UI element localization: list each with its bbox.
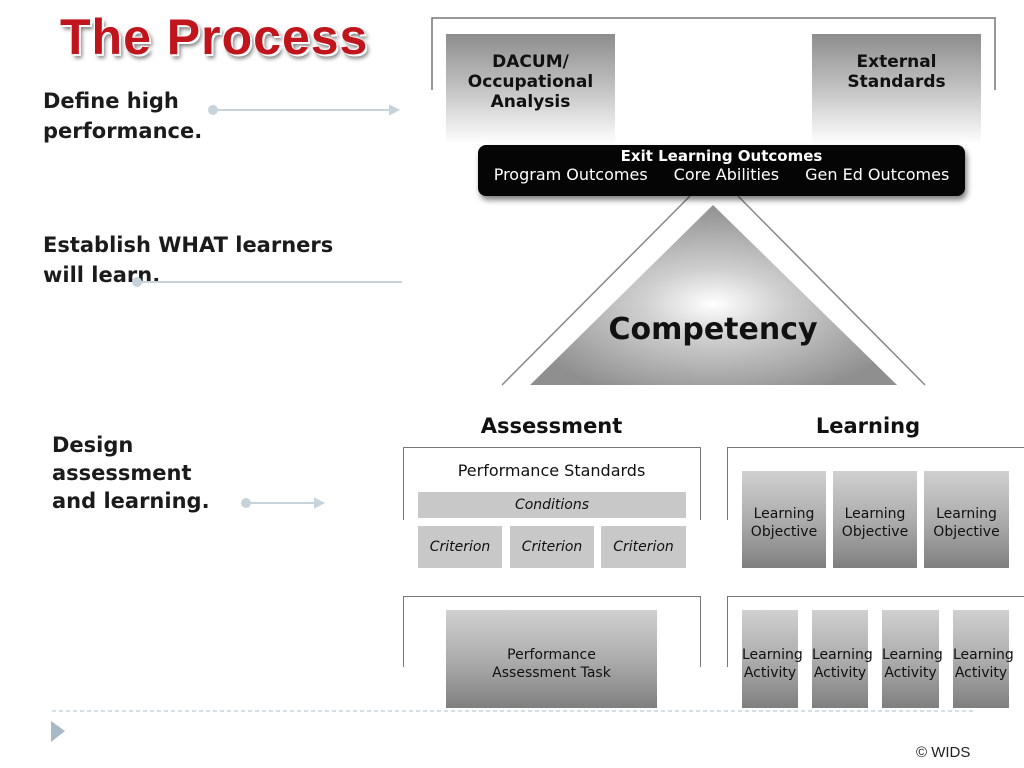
performance-standards-label: Performance Standards <box>457 461 646 480</box>
learning-bracket-upper <box>727 447 1024 520</box>
competency-label: Competency <box>608 312 818 347</box>
exit-outcomes-box: Exit Learning Outcomes Program Outcomes … <box>478 145 965 196</box>
conditions-box: Conditions <box>418 492 686 518</box>
arrow-establish <box>132 277 402 287</box>
learning-activity-box: Learning Activity <box>953 610 1014 708</box>
dacum-box: DACUM/ Occupational Analysis <box>446 34 615 144</box>
assessment-bracket-lower <box>403 596 701 667</box>
exit-outcome-item: Program Outcomes <box>493 165 648 184</box>
learning-activity-box: Learning Activity <box>812 610 873 708</box>
learning-activity-label: Learning Activity <box>953 647 1014 681</box>
learning-activity-box: Learning Activity <box>882 610 943 708</box>
learning-activity-label: Learning Activity <box>812 647 873 681</box>
learning-heading: Learning <box>815 414 921 438</box>
learning-objective-box: Learning Objective <box>833 471 917 568</box>
exit-outcome-item: Core Abilities <box>673 165 780 184</box>
competency-triangle <box>530 205 897 385</box>
arrow-define <box>208 104 401 116</box>
dacum-label: DACUM/ Occupational Analysis <box>467 52 594 112</box>
page-title: The Process <box>60 9 369 65</box>
copyright: © WIDS <box>916 744 971 761</box>
assessment-heading: Assessment <box>480 414 623 438</box>
assessment-bracket-upper <box>403 447 701 520</box>
step-design: Design assessment and learning. <box>52 433 210 513</box>
play-icon <box>51 721 65 742</box>
top-bracket <box>431 17 996 90</box>
exit-outcomes-title: Exit Learning Outcomes <box>620 147 823 165</box>
learning-activity-box: Learning Activity <box>742 610 803 708</box>
external-standards-label: External Standards <box>847 52 946 92</box>
criterion-box: Criterion <box>418 526 502 568</box>
exit-outcome-item: Gen Ed Outcomes <box>805 165 950 184</box>
learning-activity-label: Learning Activity <box>882 647 943 681</box>
learning-objective-box: Learning Objective <box>742 471 826 568</box>
learning-bracket-lower <box>727 596 1024 667</box>
external-standards-box: External Standards <box>812 34 981 144</box>
arrow-design <box>241 497 326 509</box>
learning-objective-label: Learning Objective <box>750 506 818 540</box>
performance-task-label: Performance Assessment Task <box>492 647 611 681</box>
learning-activity-label: Learning Activity <box>742 647 803 681</box>
criterion-box: Criterion <box>510 526 594 568</box>
competency-outline <box>501 195 691 386</box>
criterion-box: Criterion <box>601 526 686 568</box>
learning-objective-label: Learning Objective <box>841 506 909 540</box>
step-define: Define high performance. <box>43 89 203 143</box>
learning-objective-label: Learning Objective <box>933 506 1000 540</box>
competency-outline-right <box>737 195 926 386</box>
performance-task-box: Performance Assessment Task <box>446 610 657 708</box>
learning-objective-box: Learning Objective <box>924 471 1009 568</box>
step-establish: Establish WHAT learners will learn. <box>43 233 334 287</box>
